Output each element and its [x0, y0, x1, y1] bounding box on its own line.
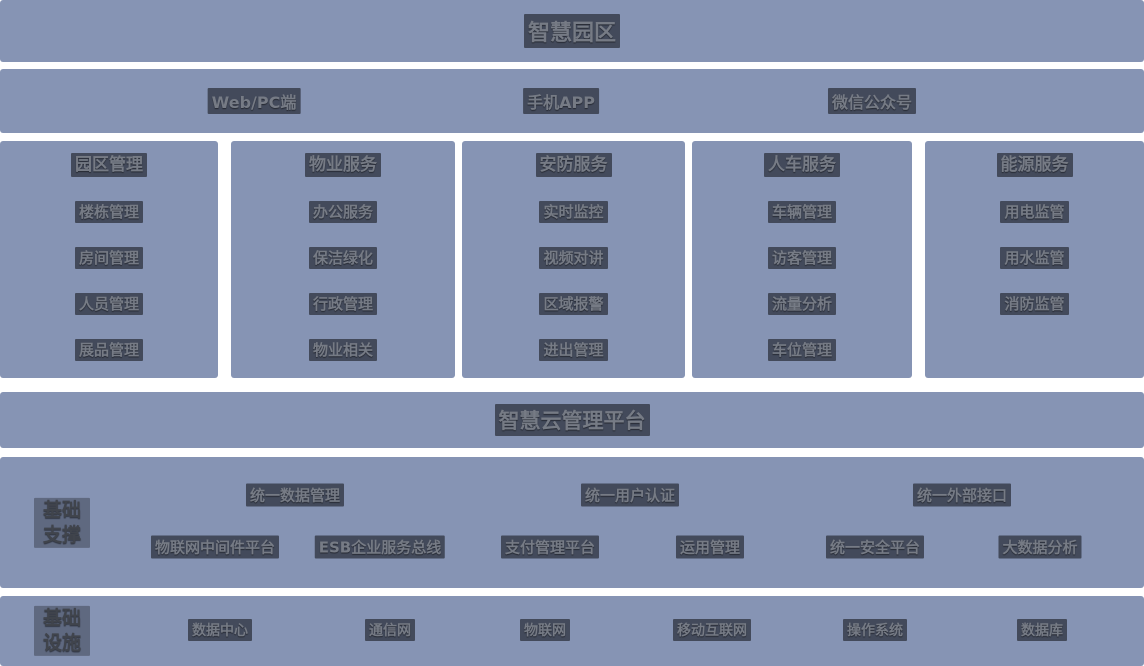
infra-item-operating-system: 操作系统: [843, 619, 907, 641]
service-column-security-services: 安防服务 实时监控 视频对讲 区域报警 进出管理: [462, 141, 685, 378]
service-item: 区域报警: [539, 293, 608, 315]
service-item: 车辆管理: [767, 201, 836, 223]
service-item: 消防监管: [1000, 293, 1069, 315]
service-item: 物业相关: [308, 339, 377, 361]
support-band: 基础 支撑 统一数据管理 统一用户认证 统一外部接口 物联网中间件平台 ESB企…: [0, 457, 1144, 588]
service-column-title: 物业服务: [305, 153, 381, 177]
service-item: 用水监管: [1000, 247, 1069, 269]
service-column-title: 能源服务: [996, 153, 1073, 177]
infra-item-communication-network: 通信网: [365, 619, 415, 641]
service-item: 用电监管: [1000, 201, 1069, 223]
service-item: 访客管理: [767, 247, 836, 269]
service-item: 流量分析: [767, 293, 836, 315]
service-column-title: 园区管理: [71, 153, 147, 177]
channels-band: Web/PC端 手机APP 微信公众号: [0, 69, 1144, 133]
service-column-property-services: 物业服务 办公服务 保洁绿化 行政管理 物业相关: [231, 141, 455, 378]
infra-item-mobile-internet: 移动互联网: [673, 619, 751, 641]
support-item-unified-data: 统一数据管理: [245, 483, 345, 507]
support-item-unified-external-interface: 统一外部接口: [912, 483, 1012, 507]
support-item-esb-bus: ESB企业服务总线: [314, 535, 446, 559]
service-column-energy-services: 能源服务 用电监管 用水监管 消防监管: [925, 141, 1144, 378]
channel-mobile-app: 手机APP: [523, 88, 599, 114]
channel-wechat-official: 微信公众号: [827, 88, 917, 114]
service-column-title: 安防服务: [535, 153, 612, 177]
support-item-payment-platform: 支付管理平台: [500, 535, 600, 559]
channel-web-pc: Web/PC端: [207, 88, 301, 114]
service-item: 实时监控: [539, 201, 608, 223]
cloud-platform-title: 智慧云管理平台: [494, 404, 650, 436]
support-band-label-line2: 支撑: [42, 523, 81, 546]
service-column-park-management: 园区管理 楼栋管理 房间管理 人员管理 展品管理: [0, 141, 218, 378]
service-item: 行政管理: [308, 293, 377, 315]
support-band-label: 基础 支撑: [34, 497, 90, 548]
support-item-application-management: 运用管理: [675, 535, 745, 559]
cloud-platform-band: 智慧云管理平台: [0, 392, 1144, 448]
service-item: 办公服务: [308, 201, 377, 223]
support-band-label-line1: 基础: [42, 498, 81, 521]
service-item: 视频对讲: [539, 247, 608, 269]
service-item: 进出管理: [539, 339, 608, 361]
service-item: 人员管理: [74, 293, 143, 315]
service-column-title: 人车服务: [764, 153, 840, 177]
page-title: 智慧园区: [523, 14, 620, 48]
infrastructure-band-label-line2: 设施: [42, 632, 81, 654]
infrastructure-band-label-line1: 基础: [42, 606, 81, 629]
service-item: 展品管理: [74, 339, 143, 361]
infrastructure-band: 基础 设施 数据中心 通信网 物联网 移动互联网 操作系统 数据库: [0, 596, 1144, 666]
service-item: 楼栋管理: [74, 201, 143, 223]
support-item-unified-auth: 统一用户认证: [580, 483, 680, 507]
support-item-iot-middleware: 物联网中间件平台: [150, 535, 280, 559]
service-item: 房间管理: [74, 247, 143, 269]
infra-item-data-center: 数据中心: [188, 619, 252, 641]
infra-item-database: 数据库: [1017, 619, 1067, 641]
service-item: 保洁绿化: [308, 247, 377, 269]
service-item: 车位管理: [767, 339, 836, 361]
infrastructure-band-label: 基础 设施: [34, 605, 90, 657]
support-item-unified-security-platform: 统一安全平台: [825, 535, 925, 559]
service-column-people-vehicle-services: 人车服务 车辆管理 访客管理 流量分析 车位管理: [692, 141, 912, 378]
header-band: 智慧园区: [0, 0, 1144, 62]
infra-item-iot-network: 物联网: [520, 619, 570, 641]
support-item-big-data-analysis: 大数据分析: [998, 535, 1082, 559]
